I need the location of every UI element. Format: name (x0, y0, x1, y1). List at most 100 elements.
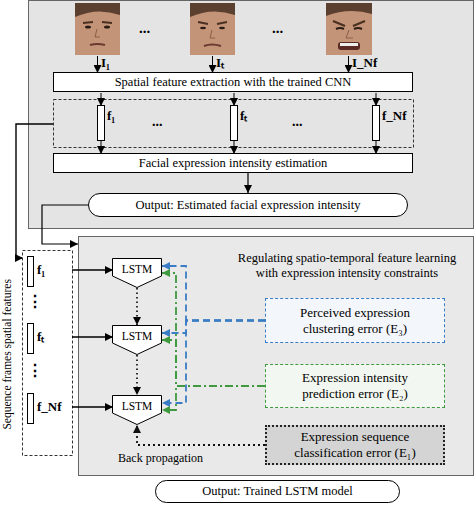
connector (162, 269, 265, 386)
arrow-head (244, 185, 252, 193)
text-label: Iₜ (216, 56, 224, 70)
face-image (75, 3, 120, 55)
lstm-outline (113, 259, 162, 288)
lstm-cell: LSTM (112, 395, 162, 425)
face-skin (190, 3, 235, 55)
face-skin (75, 3, 120, 55)
arrow-head (133, 387, 141, 395)
text-label: ... (272, 20, 283, 37)
arrow-head (162, 406, 170, 414)
node-text: Regulating spatio-temporal feature learn… (229, 251, 465, 281)
arrow (101, 93, 102, 105)
connector-line (137, 425, 265, 445)
face-nose (346, 30, 353, 38)
connector-line (136, 288, 138, 325)
arrow (348, 56, 349, 72)
face-brows (198, 22, 227, 24)
face-hair (190, 3, 235, 17)
error-box: Expression sequence classification error… (265, 425, 445, 465)
text-label: f₁ (107, 109, 115, 123)
connector-line (162, 321, 265, 334)
feature-vector (28, 257, 34, 287)
text-label: I₁ (101, 56, 110, 70)
connector (42, 205, 88, 248)
text-label: Sequence frames spatial features (1, 244, 14, 464)
connector (133, 355, 141, 395)
text-label: ... (292, 114, 303, 129)
connector-line (162, 273, 265, 386)
face-brows (83, 22, 112, 23)
text-label: fₜ (37, 330, 44, 344)
arrow (72, 406, 112, 407)
node-text: Output: Trained LSTM model (202, 484, 352, 499)
face-hair (75, 3, 120, 17)
output-box: Output: Trained LSTM model (155, 480, 400, 503)
face-eye (104, 26, 110, 29)
node-text: Facial expression intensity estimation (139, 156, 328, 171)
arrow-head (70, 240, 78, 248)
arrow-head (162, 399, 170, 407)
face-eye (85, 26, 91, 29)
connector (162, 386, 265, 414)
error-box: Perceived expression clustering error (E… (265, 298, 445, 343)
face-eye (200, 27, 206, 30)
face-mouth (90, 44, 105, 45)
feature-vector (231, 106, 238, 141)
face-skin (326, 3, 372, 55)
face-mouth (338, 42, 360, 50)
connector-line (42, 205, 88, 244)
module-panel: Regulating spatio-temporal feature learn… (78, 236, 474, 476)
sequence-group (23, 251, 73, 456)
arrow-head (162, 269, 170, 277)
face-image (190, 3, 235, 55)
feature-wire (16, 124, 53, 258)
node-text: LSTM (122, 400, 153, 414)
connector (162, 321, 265, 408)
text-label: f_Nf (382, 109, 407, 123)
arrow (72, 269, 112, 270)
arrow (234, 141, 235, 153)
text-label: I_Nf (352, 56, 377, 70)
text-label: fₜ (240, 109, 247, 123)
arrow (234, 93, 235, 105)
node-text: Perceived expression clustering error (E… (284, 305, 426, 336)
face-mouth (204, 45, 221, 47)
connector (162, 336, 265, 386)
face-image (326, 3, 372, 55)
lstm-outline (113, 326, 162, 355)
connector-line (162, 340, 265, 386)
lstm-cell: LSTM (112, 325, 162, 355)
face-eye (219, 27, 225, 30)
face-nose (210, 30, 215, 38)
connector (244, 173, 252, 193)
connector (162, 321, 265, 338)
node-text: LSTM (122, 263, 153, 277)
face-teeth (340, 43, 358, 46)
output-box: Output: Estimated facial expression inte… (88, 193, 408, 217)
lstm-outline (113, 396, 162, 425)
feature-vector (28, 324, 34, 354)
arrow-head (162, 336, 170, 344)
edge-label: Back propagation (118, 452, 203, 465)
text-label: ... (139, 20, 150, 37)
connector (133, 425, 265, 445)
arrow (376, 141, 377, 153)
arrow-head (162, 262, 170, 270)
process-box: Facial expression intensity estimation (53, 153, 413, 173)
face-hair (326, 3, 372, 16)
arrow (212, 56, 213, 72)
connector-line (162, 321, 265, 404)
feature-vector (28, 394, 34, 424)
arrow-head (133, 425, 141, 433)
arrow (72, 336, 112, 337)
lstm-cell: LSTM (112, 258, 162, 288)
text-label: ... (152, 114, 163, 129)
top-panel (29, 1, 474, 229)
feature-group (54, 100, 414, 148)
text-label: f₁ (37, 263, 45, 277)
face-brows (333, 21, 365, 26)
arrow-head (133, 317, 141, 325)
text-label: f_Nf (37, 400, 62, 414)
connector (162, 262, 265, 321)
text-label: ⋮ (27, 362, 43, 380)
